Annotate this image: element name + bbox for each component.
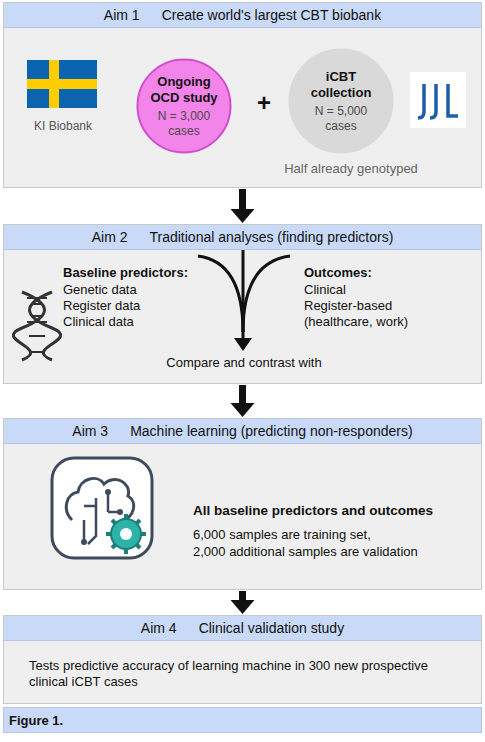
aim-title: Clinical validation study	[199, 620, 345, 637]
circuit-lines	[84, 492, 118, 544]
header-bar: Aim 4 Clinical validation study	[4, 616, 481, 641]
circuit-node	[117, 509, 123, 515]
icon-frame	[52, 458, 152, 558]
flag-field	[27, 60, 97, 108]
logo-stroke	[448, 84, 458, 116]
caption-bar: Figure 1.	[3, 707, 482, 733]
merge-curve	[243, 256, 290, 332]
circle-shape	[290, 50, 393, 153]
list-item: Clinical data	[63, 314, 223, 330]
dna-rungs	[27, 298, 47, 352]
logo-stroke	[418, 84, 424, 118]
list-item: Register-based (healthcare, work)	[304, 298, 429, 329]
dna-icon	[13, 292, 60, 360]
circle-outline	[136, 58, 232, 154]
figure-caption: Figure 1.	[9, 713, 63, 729]
circuit-node	[81, 539, 87, 545]
merge-curve	[198, 256, 243, 332]
header-bar: Aim 2 Traditional analyses (finding predi…	[4, 225, 481, 250]
body-text: 2,000 additional samples are validation	[193, 544, 478, 560]
merge-arrowhead	[234, 338, 252, 351]
circle-shape	[138, 60, 231, 153]
dna-strand	[13, 292, 44, 360]
list-item: Genetic data	[63, 282, 223, 298]
gear-teeth	[106, 514, 146, 554]
circle-title: Ongoing OCD study	[144, 74, 224, 105]
merge-label: Compare and contrast with	[104, 355, 384, 371]
list-heading: Baseline predictors:	[63, 265, 223, 281]
circuit-node	[105, 489, 111, 495]
logo-stroke	[430, 84, 436, 118]
circle-node: iCBT collection N = 5,000 cases	[288, 48, 394, 154]
aim-panel: Aim 1 Create world's largest CBT biobankK…	[3, 2, 482, 188]
body-text: 6,000 samples are training set,	[193, 527, 478, 543]
aim-panel: Aim 2 Traditional analyses (finding predi…	[3, 224, 482, 384]
flag-caption: KI Biobank	[21, 119, 105, 133]
flow-arrow	[231, 385, 255, 417]
body-text: Tests predictive accuracy of learning ma…	[29, 658, 429, 689]
list-item: Register data	[63, 298, 223, 314]
circle-outline	[288, 48, 394, 154]
aim-panel: Aim 3 Machine learning (predicting non-re…	[3, 418, 482, 590]
flag-cross	[49, 60, 59, 108]
circle-content: iCBT collection N = 5,000 cases	[288, 48, 394, 154]
aim-number: Aim 4	[141, 620, 177, 637]
aim-title: Create world's largest CBT biobank	[162, 7, 382, 24]
circle-node: Ongoing OCD study N = 3,000 cases	[136, 58, 232, 154]
body-heading: All baseline predictors and outcomes	[193, 503, 478, 519]
header-bar: Aim 3 Machine learning (predicting non-re…	[4, 419, 481, 444]
merge-stem	[242, 250, 245, 340]
circle-content: Ongoing OCD study N = 3,000 cases	[136, 58, 232, 154]
brain-outline	[66, 478, 133, 520]
header-bar: Aim 1 Create world's largest CBT biobank	[4, 3, 481, 28]
flow-arrow	[231, 189, 255, 223]
plus-sign: +	[252, 89, 276, 118]
dna-strand	[30, 292, 61, 360]
list-heading: Outcomes:	[304, 265, 464, 281]
note-text: Half already genotyped	[281, 161, 421, 177]
aim-panel: Aim 4 Clinical validation studyTests pred…	[3, 615, 482, 704]
aim-title: Machine learning (predicting non-respond…	[130, 423, 413, 440]
institution-logo	[410, 72, 466, 128]
flow-arrow	[231, 591, 255, 614]
aim-number: Aim 1	[104, 7, 140, 24]
aim-title: Traditional analyses (finding predictors…	[149, 229, 393, 246]
flag-cross	[27, 79, 97, 89]
swedish-flag	[27, 60, 97, 108]
logo-background	[410, 72, 466, 128]
circle-count: N = 5,000 cases	[306, 104, 376, 133]
list-item: Clinical	[304, 282, 464, 298]
aim-number: Aim 3	[72, 423, 108, 440]
circle-count: N = 3,000 cases	[149, 109, 219, 138]
ml-brain-icon	[52, 458, 152, 558]
merge-arrow	[198, 250, 290, 351]
aim-number: Aim 2	[92, 229, 128, 246]
circle-title: iCBT collection	[301, 69, 381, 100]
gear-hub	[120, 528, 132, 540]
gear	[111, 519, 141, 549]
